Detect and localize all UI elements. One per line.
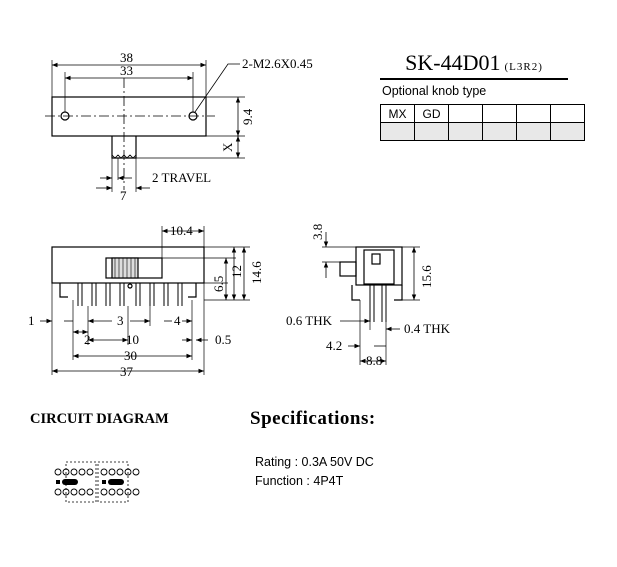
dim-4-2: 4.2 xyxy=(326,338,342,353)
knob-cell xyxy=(516,104,551,123)
dim-1: 1 xyxy=(28,313,35,328)
thk-0-6: 0.6 THK xyxy=(286,313,333,328)
knob-swatch xyxy=(414,122,449,141)
thk-0-4: 0.4 THK xyxy=(404,321,451,336)
dim-2: 2 xyxy=(84,332,91,347)
knob-top xyxy=(111,136,137,159)
model-number: SK-44D01 xyxy=(405,50,501,75)
dim-12: 12 xyxy=(229,265,244,278)
dim-33: 33 xyxy=(120,63,133,78)
knob-swatch xyxy=(516,122,551,141)
knob-cell xyxy=(550,104,585,123)
knob-swatch xyxy=(550,122,585,141)
dim-10-4: 10.4 xyxy=(170,223,193,238)
knob-swatch xyxy=(482,122,517,141)
end-view xyxy=(322,232,420,365)
knob-cell xyxy=(448,104,483,123)
knob-cell: GD xyxy=(414,104,449,123)
top-view xyxy=(45,60,245,192)
dim-x: X xyxy=(220,142,235,152)
model-title: SK-44D01 (L3R2) xyxy=(380,50,568,80)
circuit-schematic xyxy=(54,461,140,503)
dim-10: 10 xyxy=(126,332,139,347)
dim-38: 38 xyxy=(120,50,133,65)
specifications-title: Specifications: xyxy=(250,408,376,429)
dim-3: 3 xyxy=(117,313,124,328)
knob-cell xyxy=(482,104,517,123)
travel-note: 2 TRAVEL xyxy=(152,170,211,185)
switch-body-top xyxy=(51,96,207,137)
knob-caption: Optional knob type xyxy=(382,84,487,98)
dim-8-8: 8.8 xyxy=(366,353,382,368)
circuit-diagram-title: CIRCUIT DIAGRAM xyxy=(30,411,169,427)
dim-9-4: 9.4 xyxy=(240,108,255,125)
knob-cell: MX xyxy=(380,104,415,123)
dim-15-6: 15.6 xyxy=(419,265,434,288)
dim-6-5: 6.5 xyxy=(211,276,226,292)
side-view xyxy=(40,226,250,375)
dim-3-8: 3.8 xyxy=(310,224,325,240)
knob-swatch xyxy=(380,122,415,141)
spec-rating: Rating : 0.3A 50V DC xyxy=(255,455,374,469)
dim-14-6: 14.6 xyxy=(249,261,264,284)
dim-7: 7 xyxy=(120,188,127,203)
dim-30: 30 xyxy=(124,348,137,363)
knob-type-table: MX GD xyxy=(380,104,585,141)
knob-swatch xyxy=(448,122,483,141)
screw-note: 2-M2.6X0.45 xyxy=(242,56,313,71)
switch-body-side xyxy=(51,246,205,284)
dim-37: 37 xyxy=(120,364,134,379)
dim-0-5: 0.5 xyxy=(215,332,231,347)
switch-body-end xyxy=(355,246,403,286)
dim-4: 4 xyxy=(174,313,181,328)
spec-function: Function : 4P4T xyxy=(255,474,344,488)
model-variant: (L3R2) xyxy=(504,61,543,73)
